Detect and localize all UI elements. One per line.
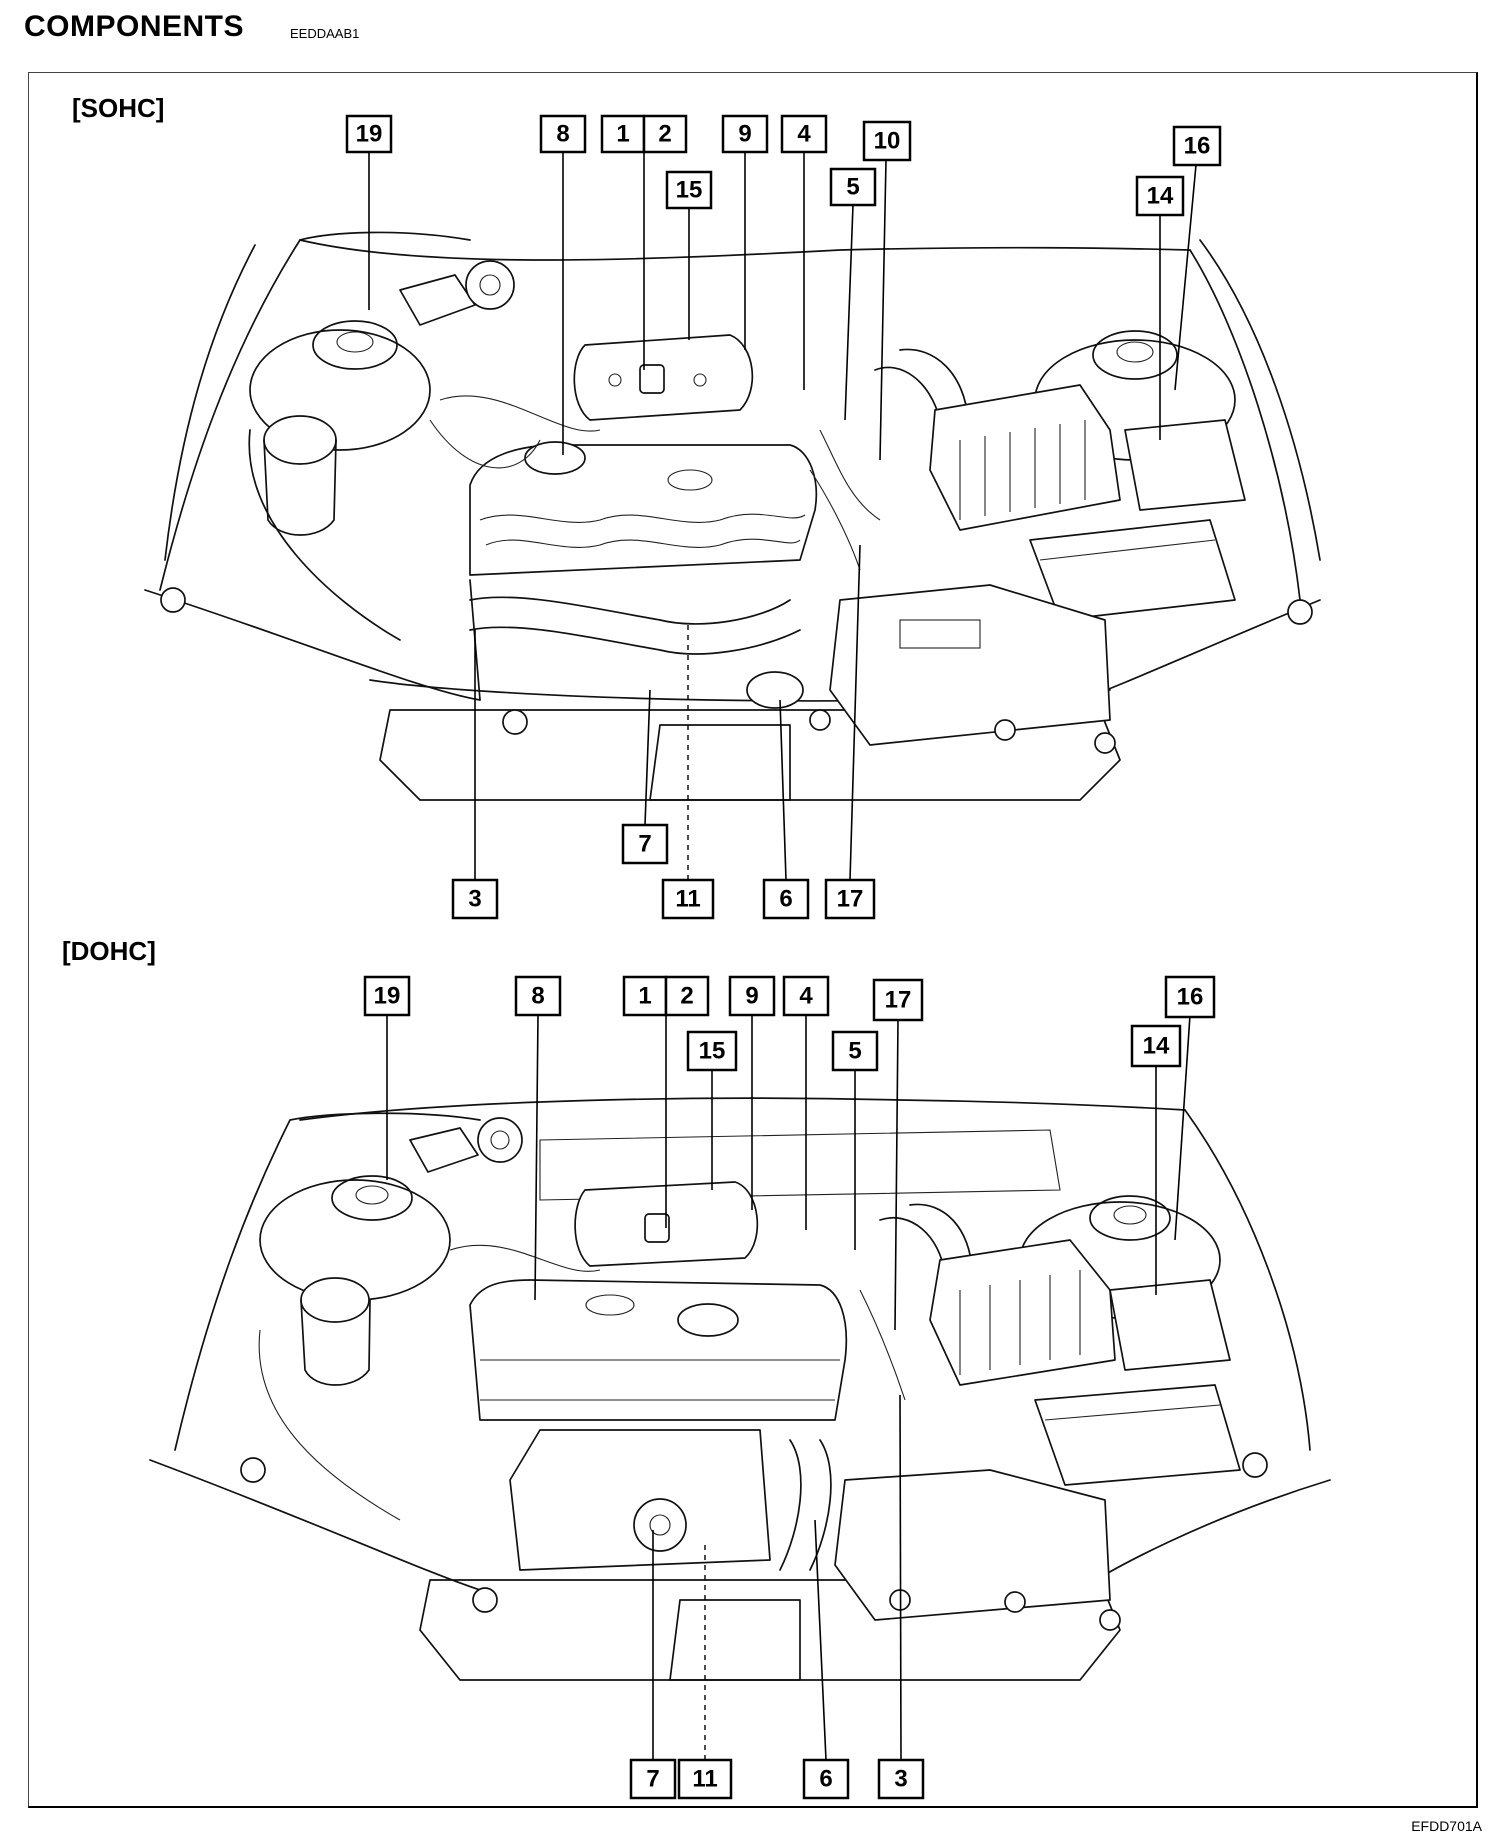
svg-text:7: 7 xyxy=(646,1766,659,1793)
dohc-callout-2: 2 xyxy=(664,975,710,1017)
svg-text:6: 6 xyxy=(779,886,792,913)
sohc-leader-lines xyxy=(368,152,1197,881)
svg-text:8: 8 xyxy=(556,121,569,148)
sohc-callout-1: 1 xyxy=(600,114,646,154)
svg-text:14: 14 xyxy=(1147,183,1174,210)
sohc-callout-5: 5 xyxy=(829,167,877,207)
sohc-callout-14: 14 xyxy=(1135,175,1185,217)
dohc-callout-14: 14 xyxy=(1130,1024,1182,1068)
dohc-diagram: [DOHC] xyxy=(62,936,1331,1800)
dohc-leader-lines xyxy=(386,1014,1191,1761)
svg-text:2: 2 xyxy=(658,121,671,148)
svg-text:3: 3 xyxy=(894,1766,907,1793)
figure-frame xyxy=(28,72,1478,1808)
svg-text:15: 15 xyxy=(699,1038,726,1065)
svg-text:1: 1 xyxy=(616,121,629,148)
sohc-section-label: [SOHC] xyxy=(72,93,164,123)
sohc-engine-bay-illustration xyxy=(144,231,1321,801)
svg-text:4: 4 xyxy=(799,983,813,1010)
svg-text:5: 5 xyxy=(846,174,859,201)
svg-text:15: 15 xyxy=(676,177,703,204)
dohc-callout-15: 15 xyxy=(686,1030,738,1072)
svg-text:19: 19 xyxy=(374,983,401,1010)
svg-text:11: 11 xyxy=(692,1766,717,1793)
dohc-callout-1: 1 xyxy=(622,975,668,1017)
sohc-callout-11: 11 xyxy=(661,878,715,920)
svg-text:19: 19 xyxy=(356,121,383,148)
sohc-callout-7: 7 xyxy=(621,823,669,865)
svg-text:6: 6 xyxy=(819,1766,832,1793)
sohc-callout-8: 8 xyxy=(539,114,587,154)
svg-text:7: 7 xyxy=(638,831,651,858)
dohc-callout-9: 9 xyxy=(728,975,776,1017)
svg-text:17: 17 xyxy=(885,987,912,1014)
svg-text:16: 16 xyxy=(1184,133,1211,160)
dohc-callout-19: 19 xyxy=(363,975,411,1017)
sohc-callout-2: 2 xyxy=(642,114,688,154)
figure-code: EFDD701A xyxy=(1411,1818,1482,1834)
sohc-callout-16: 16 xyxy=(1172,125,1222,167)
svg-text:4: 4 xyxy=(797,121,811,148)
dohc-callout-11: 11 xyxy=(677,1758,733,1800)
sohc-callout-6: 6 xyxy=(762,878,810,920)
sohc-callout-3: 3 xyxy=(451,878,499,920)
sohc-callout-4: 4 xyxy=(780,114,828,154)
dohc-callout-5: 5 xyxy=(831,1030,879,1072)
dohc-engine-bay-illustration xyxy=(149,1097,1331,1681)
svg-text:17: 17 xyxy=(837,886,864,913)
dohc-section-label: [DOHC] xyxy=(62,936,156,966)
dohc-callout-4: 4 xyxy=(782,975,830,1017)
svg-text:1: 1 xyxy=(638,983,651,1010)
dohc-callout-16: 16 xyxy=(1164,975,1216,1019)
sohc-diagram: [SOHC] xyxy=(72,93,1321,920)
sohc-callout-9: 9 xyxy=(721,114,769,154)
svg-text:9: 9 xyxy=(745,983,758,1010)
dohc-callout-3: 3 xyxy=(877,1758,925,1800)
svg-text:10: 10 xyxy=(874,128,901,155)
dohc-callout-6: 6 xyxy=(802,1758,850,1800)
dohc-callout-8: 8 xyxy=(514,975,562,1017)
svg-text:5: 5 xyxy=(848,1038,861,1065)
dohc-callout-17: 17 xyxy=(872,978,924,1022)
section-code: EEDDAAB1 xyxy=(290,26,360,41)
svg-text:16: 16 xyxy=(1177,984,1204,1011)
dohc-callout-7: 7 xyxy=(629,1758,677,1800)
sohc-callout-17: 17 xyxy=(824,878,876,920)
svg-text:3: 3 xyxy=(468,886,481,913)
sohc-callout-15: 15 xyxy=(665,170,713,210)
sohc-callout-19: 19 xyxy=(345,114,393,154)
page-title: COMPONENTS xyxy=(24,10,245,43)
svg-text:14: 14 xyxy=(1143,1033,1170,1060)
svg-text:8: 8 xyxy=(531,983,544,1010)
sohc-callout-10: 10 xyxy=(862,120,912,162)
svg-text:2: 2 xyxy=(680,983,693,1010)
svg-text:11: 11 xyxy=(675,886,700,913)
svg-text:9: 9 xyxy=(738,121,751,148)
